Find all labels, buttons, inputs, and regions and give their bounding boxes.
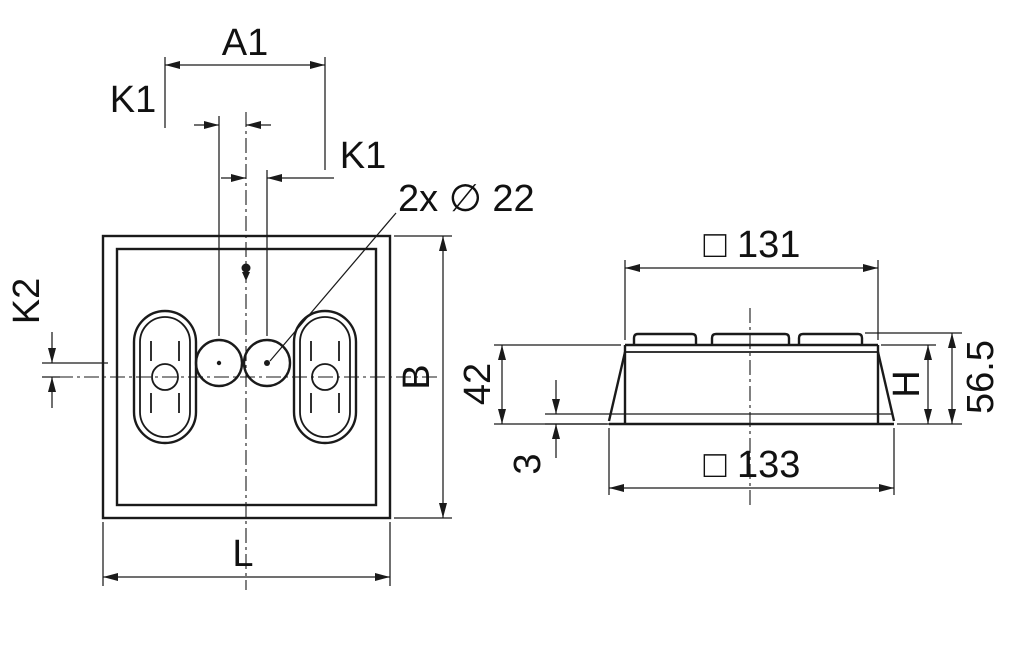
dim-3 [545, 380, 611, 458]
right-slot-hole [311, 363, 339, 391]
dim-label-holes: 2x ∅ 22 [398, 178, 535, 220]
center-hole-left [194, 338, 244, 388]
left-slot-outer [132, 309, 198, 445]
dim-133 [608, 428, 895, 495]
dim-label-k1-right: K1 [340, 135, 386, 177]
terminal-bump-left [632, 332, 698, 345]
left-slot-inner [139, 316, 191, 438]
right-flange-slant [876, 351, 896, 422]
dim-b [394, 235, 452, 519]
front-view [58, 112, 438, 590]
box-outer-outline [101, 234, 392, 520]
dim-k2 [42, 332, 108, 408]
dim-a1 [164, 57, 326, 170]
center-hole-right [242, 338, 292, 388]
right-slot-inner [299, 316, 351, 438]
dim-56-5 [865, 332, 962, 424]
right-slot-outer [292, 309, 358, 445]
dim-l [102, 522, 391, 586]
dimension-labels: A1 K1 K1 2x ∅ 22 K2 B L □ 131 □ 133 42 3… [6, 22, 1002, 575]
holes-leader-line [269, 212, 397, 362]
dim-label-3: 3 [507, 453, 549, 474]
dim-label-133: □ 133 [704, 444, 801, 486]
dim-label-k1-left: K1 [110, 79, 156, 121]
dim-h [881, 344, 962, 425]
dim-k1-right [221, 170, 334, 336]
leader-target-dot [264, 360, 270, 366]
side-view-dimensions [494, 260, 962, 495]
dim-label-131: □ 131 [704, 224, 801, 266]
terminal-bump-middle [710, 332, 791, 345]
dim-label-42: 42 [457, 363, 499, 405]
front-view-dimensions [42, 57, 452, 586]
terminal-bump-right [797, 332, 864, 345]
left-slot-hole [151, 363, 179, 391]
fastener-symbol [241, 263, 251, 281]
side-view [607, 308, 896, 505]
dim-label-56-5: 56.5 [960, 340, 1002, 414]
left-flange-slant [607, 351, 627, 422]
dim-label-h: H [886, 370, 928, 397]
dim-131 [624, 260, 879, 340]
dim-k1-left [194, 116, 271, 336]
box-inner-outline [115, 247, 378, 507]
dim-label-a1: A1 [222, 22, 268, 64]
dim-label-b: B [396, 364, 438, 389]
dim-label-l: L [232, 533, 253, 575]
dim-label-k2: K2 [6, 278, 48, 324]
dim-42 [494, 344, 621, 425]
